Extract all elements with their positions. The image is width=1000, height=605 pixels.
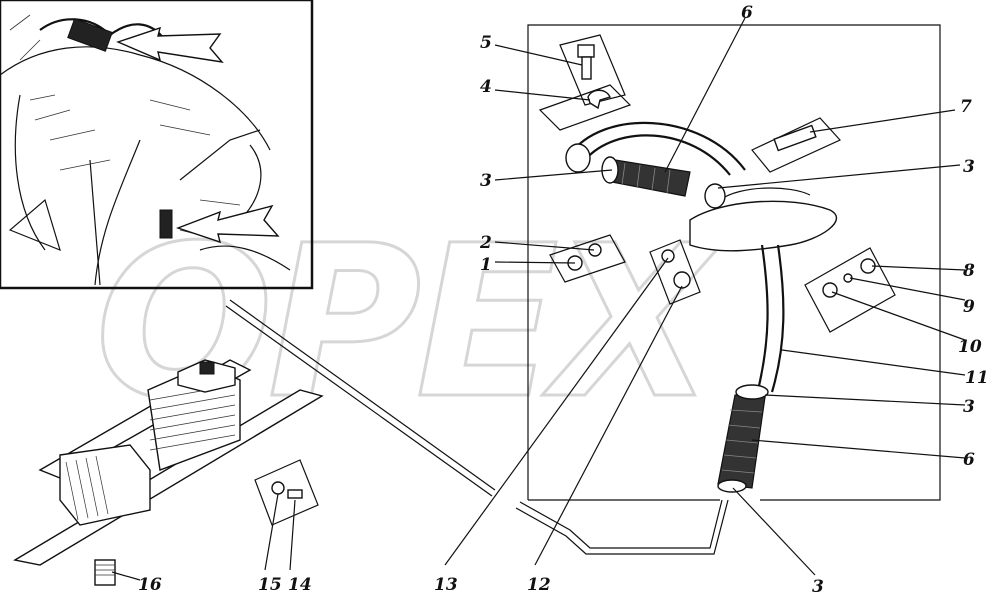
leader-lines (111, 17, 966, 581)
callout-5: 5 (480, 33, 492, 53)
pipe-11 (756, 244, 785, 393)
frame-assembly (13, 359, 324, 586)
arrow-icon (175, 204, 280, 244)
long-tube (225, 299, 729, 555)
callout-16: 16 (138, 575, 162, 595)
callout-7: 7 (960, 97, 972, 117)
callout-2: 2 (479, 233, 492, 253)
callout-1: 1 (480, 255, 492, 275)
hose-upper (601, 156, 726, 209)
callout-3: 3 (480, 171, 492, 191)
callout-6: 6 (963, 450, 975, 470)
detail-bolt-5 (559, 34, 626, 106)
callout-14: 14 (288, 575, 312, 595)
detail-bolt-7 (751, 117, 841, 173)
curved-pipe (565, 121, 838, 252)
callout-15: 15 (258, 575, 282, 595)
callout-3: 3 (812, 577, 824, 597)
callout-labels: 1 2 3 3 3 3 4 5 6 6 7 8 9 10 11 12 13 14… (138, 3, 989, 597)
callout-8: 8 (962, 261, 975, 281)
callout-4: 4 (480, 77, 492, 97)
detail-nut-12-13 (649, 239, 701, 305)
callout-6: 6 (741, 3, 753, 23)
callout-12: 12 (527, 575, 551, 595)
inset-detail-view (0, 0, 314, 290)
detail-clamp-4 (538, 84, 632, 131)
detail-fittings-8-10 (804, 247, 896, 333)
arrow-icon (116, 26, 224, 63)
callout-11: 11 (965, 368, 989, 388)
callout-10: 10 (958, 337, 982, 357)
callout-9: 9 (963, 297, 975, 317)
assembly-frame (527, 24, 941, 501)
callout-3: 3 (963, 397, 975, 417)
hose-lower (717, 384, 769, 493)
callout-3: 3 (963, 157, 975, 177)
callout-13: 13 (434, 575, 458, 595)
